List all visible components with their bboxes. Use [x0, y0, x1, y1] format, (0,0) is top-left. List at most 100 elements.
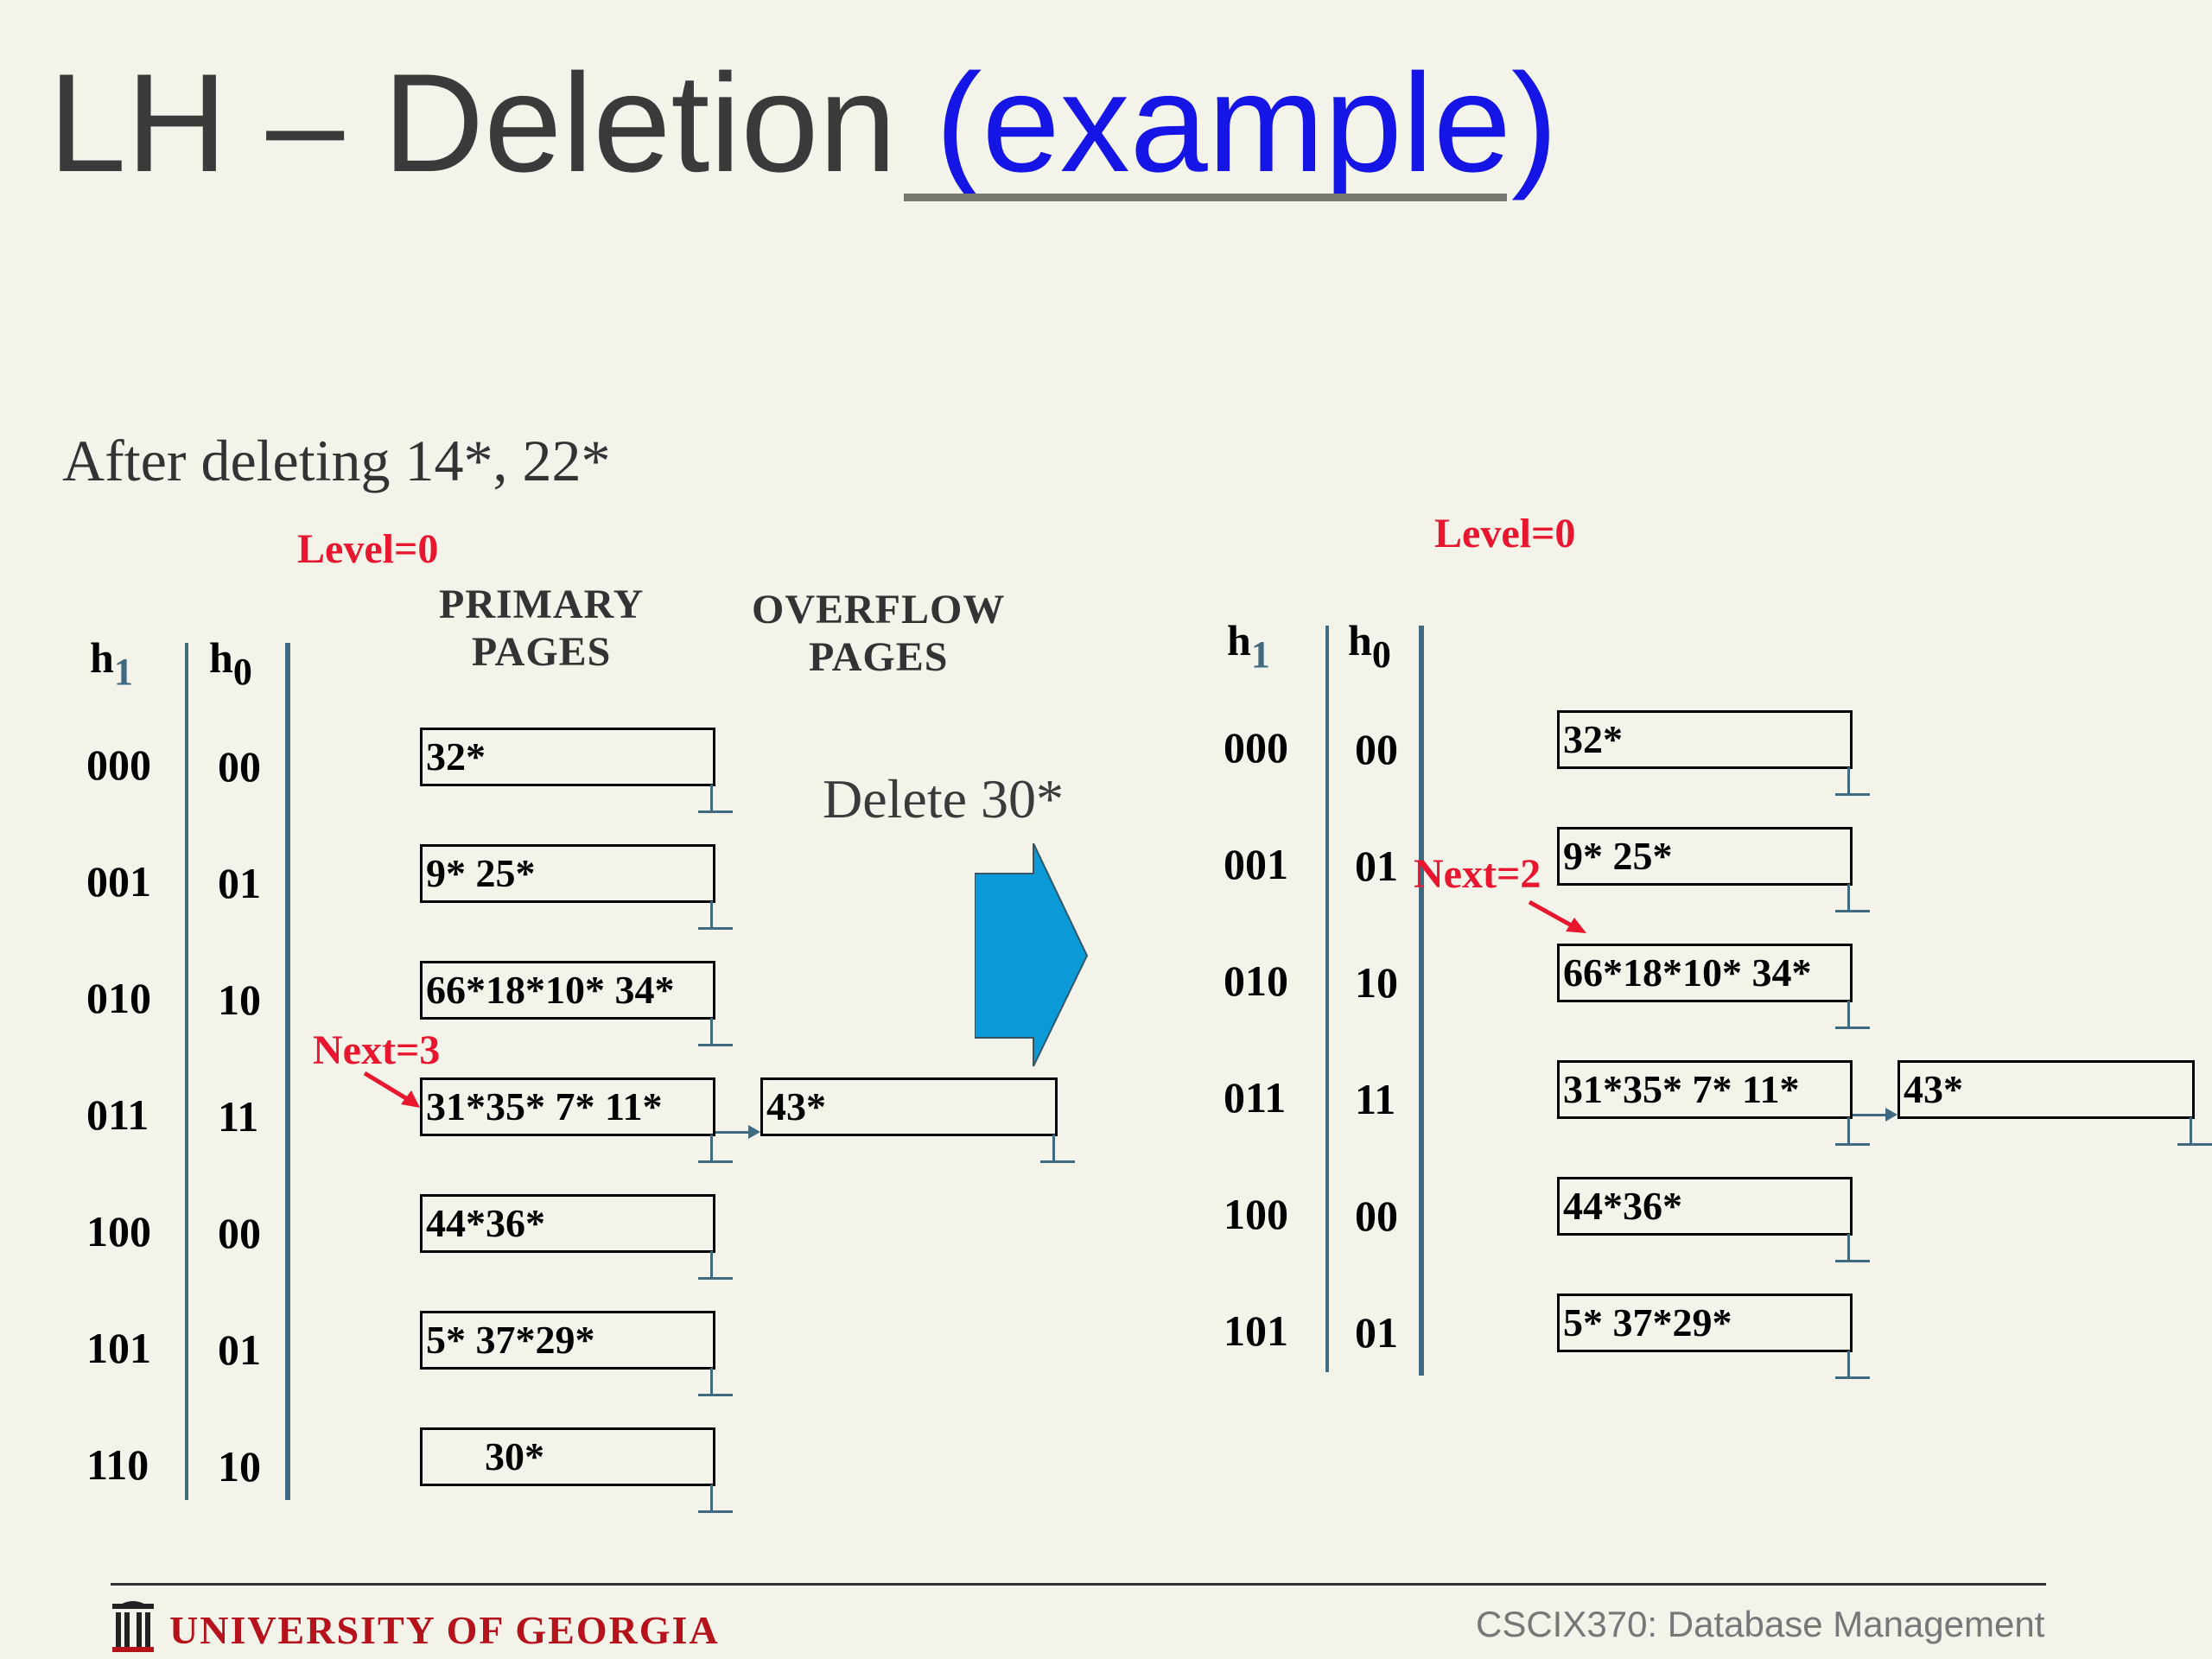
right-bucket-tick — [1847, 1001, 1850, 1027]
right-bucket-tick-base — [1835, 793, 1870, 796]
left-h0-value: 01 — [218, 1325, 261, 1374]
right-primary-bucket: 44*36* — [1557, 1177, 1853, 1236]
right-h1-value: 101 — [1224, 1306, 1288, 1355]
right-h0-sub: 0 — [1371, 633, 1391, 676]
left-h0-letter: h — [209, 633, 233, 682]
right-h1-sub: 1 — [1250, 633, 1270, 676]
left-bucket-tick — [710, 785, 713, 810]
left-h1-value: 101 — [86, 1324, 151, 1372]
right-bucket-tick-base — [1835, 1143, 1870, 1146]
left-bucket-tick — [710, 1135, 713, 1160]
right-h1-value: 010 — [1224, 957, 1288, 1005]
right-primary-bucket: 31*35* 7* 11* — [1557, 1060, 1853, 1119]
left-h0-value: 01 — [218, 859, 261, 907]
left-bucket-tick-base — [698, 1510, 733, 1513]
right-divider-h0 — [1419, 626, 1424, 1376]
right-bucket-tick — [1847, 1234, 1850, 1260]
left-bucket-tick — [710, 901, 713, 927]
primary-pages-header: PRIMARY PAGES — [439, 581, 644, 676]
right-h1-value: 000 — [1224, 723, 1288, 772]
left-h0-value: 00 — [218, 742, 261, 791]
left-h1-value: 110 — [86, 1440, 149, 1489]
right-h0-value: 00 — [1355, 725, 1398, 773]
left-bucket-tick — [710, 1251, 713, 1277]
right-overflow-tick — [2190, 1117, 2192, 1143]
left-h1-value: 001 — [86, 857, 151, 906]
left-bucket-tick — [710, 1018, 713, 1044]
right-level-label: Level=0 — [1434, 511, 1576, 556]
left-bucket-tick — [710, 1368, 713, 1394]
right-bucket-tick — [1847, 767, 1850, 793]
delete-action-label: Delete 30* — [823, 768, 1064, 830]
left-h1-letter: h — [90, 633, 114, 682]
left-level-label: Level=0 — [297, 526, 439, 572]
right-bucket-tick — [1847, 884, 1850, 910]
right-h0-value: 01 — [1355, 842, 1398, 890]
right-h0-value: 10 — [1355, 958, 1398, 1007]
right-bucket-tick-base — [1835, 1260, 1870, 1262]
course-name: CSCIX370: Database Management — [1476, 1604, 2045, 1644]
right-h1-value: 011 — [1224, 1073, 1287, 1122]
left-bucket-tick-base — [698, 1160, 733, 1163]
left-primary-bucket: 5* 37*29* — [420, 1311, 715, 1370]
right-h0-value: 11 — [1355, 1075, 1396, 1123]
left-h0-header: h0 — [209, 636, 252, 691]
left-bucket-tick-base — [698, 1277, 733, 1280]
right-h1-letter: h — [1227, 616, 1251, 664]
right-primary-bucket: 5* 37*29* — [1557, 1294, 1853, 1352]
left-h0-sub: 0 — [232, 651, 252, 693]
left-h0-value: 10 — [218, 1442, 261, 1491]
link-underline — [904, 194, 1507, 201]
left-h1-sub: 1 — [113, 651, 133, 693]
primary-header-line2: PAGES — [471, 629, 612, 676]
left-bucket-tick-base — [698, 1394, 733, 1396]
left-primary-bucket: 9* 25* — [420, 844, 715, 903]
right-h0-value: 01 — [1355, 1308, 1398, 1357]
university-name: UNIVERSITY OF GEORGIA — [169, 1608, 720, 1652]
left-h1-value: 011 — [86, 1090, 149, 1139]
slide-title-main: LH – Deletion — [48, 45, 936, 201]
right-bucket-tick — [1847, 1351, 1850, 1376]
left-overflow-tick — [1052, 1135, 1055, 1160]
left-h1-header: h1 — [90, 636, 133, 691]
right-bucket-tick — [1847, 1117, 1850, 1143]
left-primary-bucket: 32* — [420, 728, 715, 786]
example-link[interactable]: (example) — [935, 45, 1558, 201]
right-bucket-tick-base — [1835, 910, 1870, 912]
subtitle: After deleting 14*, 22* — [62, 428, 611, 493]
left-h1-value: 100 — [86, 1207, 151, 1255]
left-h1-value: 000 — [86, 741, 151, 789]
right-overflow-bucket: 43* — [1897, 1060, 2195, 1119]
left-h0-value: 10 — [218, 976, 261, 1024]
left-primary-bucket: 31*35* 7* 11* — [420, 1077, 715, 1136]
right-overflow-link-arrow — [1853, 1108, 1897, 1122]
footer-divider — [111, 1583, 2046, 1586]
right-primary-bucket: 66*18*10* 34* — [1557, 944, 1853, 1002]
transition-arrow-icon — [975, 843, 1089, 1067]
left-bucket-tick-base — [698, 810, 733, 813]
left-h1-value: 010 — [86, 974, 151, 1022]
uga-arch-logo-icon — [112, 1601, 154, 1652]
right-primary-bucket: 9* 25* — [1557, 827, 1853, 886]
right-overflow-tick-base — [2177, 1143, 2212, 1146]
right-bucket-tick-base — [1835, 1376, 1870, 1379]
overflow-pages-header: OVERFLOW PAGES — [752, 586, 1005, 681]
right-next-pointer: Next=2 — [1414, 851, 1541, 897]
left-bucket-tick-base — [698, 927, 733, 930]
left-bucket-tick-base — [698, 1044, 733, 1046]
left-divider-h0 — [285, 643, 290, 1500]
left-overflow-tick-base — [1040, 1160, 1075, 1163]
right-bucket-tick-base — [1835, 1027, 1870, 1029]
right-h0-header: h0 — [1348, 619, 1391, 674]
right-next-arrow — [1528, 899, 1586, 933]
left-h0-value: 00 — [218, 1209, 261, 1257]
left-next-pointer: Next=3 — [313, 1027, 441, 1073]
left-next-arrow — [363, 1071, 420, 1108]
right-h1-value: 001 — [1224, 840, 1288, 888]
right-primary-bucket: 32* — [1557, 710, 1853, 769]
left-h0-value: 11 — [218, 1092, 259, 1141]
right-h1-header: h1 — [1227, 619, 1270, 674]
left-overflow-bucket: 43* — [760, 1077, 1058, 1136]
left-overflow-link-arrow — [715, 1125, 760, 1139]
right-divider-h1 — [1325, 626, 1329, 1372]
